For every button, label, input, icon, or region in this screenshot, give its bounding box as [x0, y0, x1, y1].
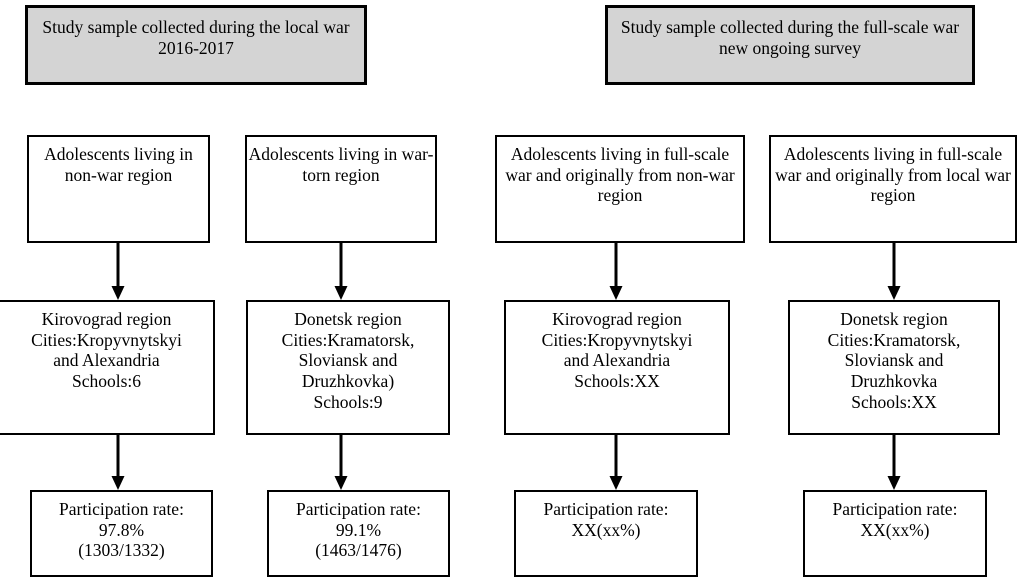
header-local-war: Study sample collected during the local … [25, 5, 367, 85]
sampling-box-kirovograd-local: Kirovograd region Cities:Kropyvnytskyi a… [0, 300, 215, 435]
sampling-box-kirovograd-full-scale: Kirovograd region Cities:Kropyvnytskyi a… [504, 300, 730, 435]
arrow-donetsk-full-scale-to-participation [886, 435, 902, 491]
arrow-full-scale-local-war-population-to-sampling [886, 243, 902, 301]
arrow-full-scale-non-war-population-to-sampling [608, 243, 624, 301]
population-box-full-scale-from-local-war: Adolescents living in full-scale war and… [769, 135, 1017, 243]
population-box-non-war-region: Adolescents living in non-war region [27, 135, 210, 243]
arrow-kirovograd-full-scale-to-participation [608, 435, 624, 491]
participation-box-war-torn-region: Participation rate: 99.1% (1463/1476) [267, 490, 450, 577]
population-box-war-torn-region: Adolescents living in war-torn region [245, 135, 437, 243]
arrow-war-torn-population-to-sampling [333, 243, 349, 301]
arrow-kirovograd-local-to-participation [110, 435, 126, 491]
participation-box-non-war-region: Participation rate: 97.8% (1303/1332) [30, 490, 213, 577]
participation-box-full-scale-from-local-war: Participation rate: XX(xx%) [803, 490, 987, 577]
sampling-box-donetsk-local: Donetsk region Cities:Kramatorsk, Slovia… [246, 300, 450, 435]
sampling-box-donetsk-full-scale: Donetsk region Cities:Kramatorsk, Slovia… [788, 300, 1000, 435]
participation-box-full-scale-from-non-war: Participation rate: XX(xx%) [514, 490, 698, 577]
arrow-donetsk-local-to-participation [333, 435, 349, 491]
header-full-scale-war: Study sample collected during the full-s… [605, 5, 975, 85]
arrow-non-war-population-to-sampling [110, 243, 126, 301]
population-box-full-scale-from-non-war: Adolescents living in full-scale war and… [495, 135, 745, 243]
